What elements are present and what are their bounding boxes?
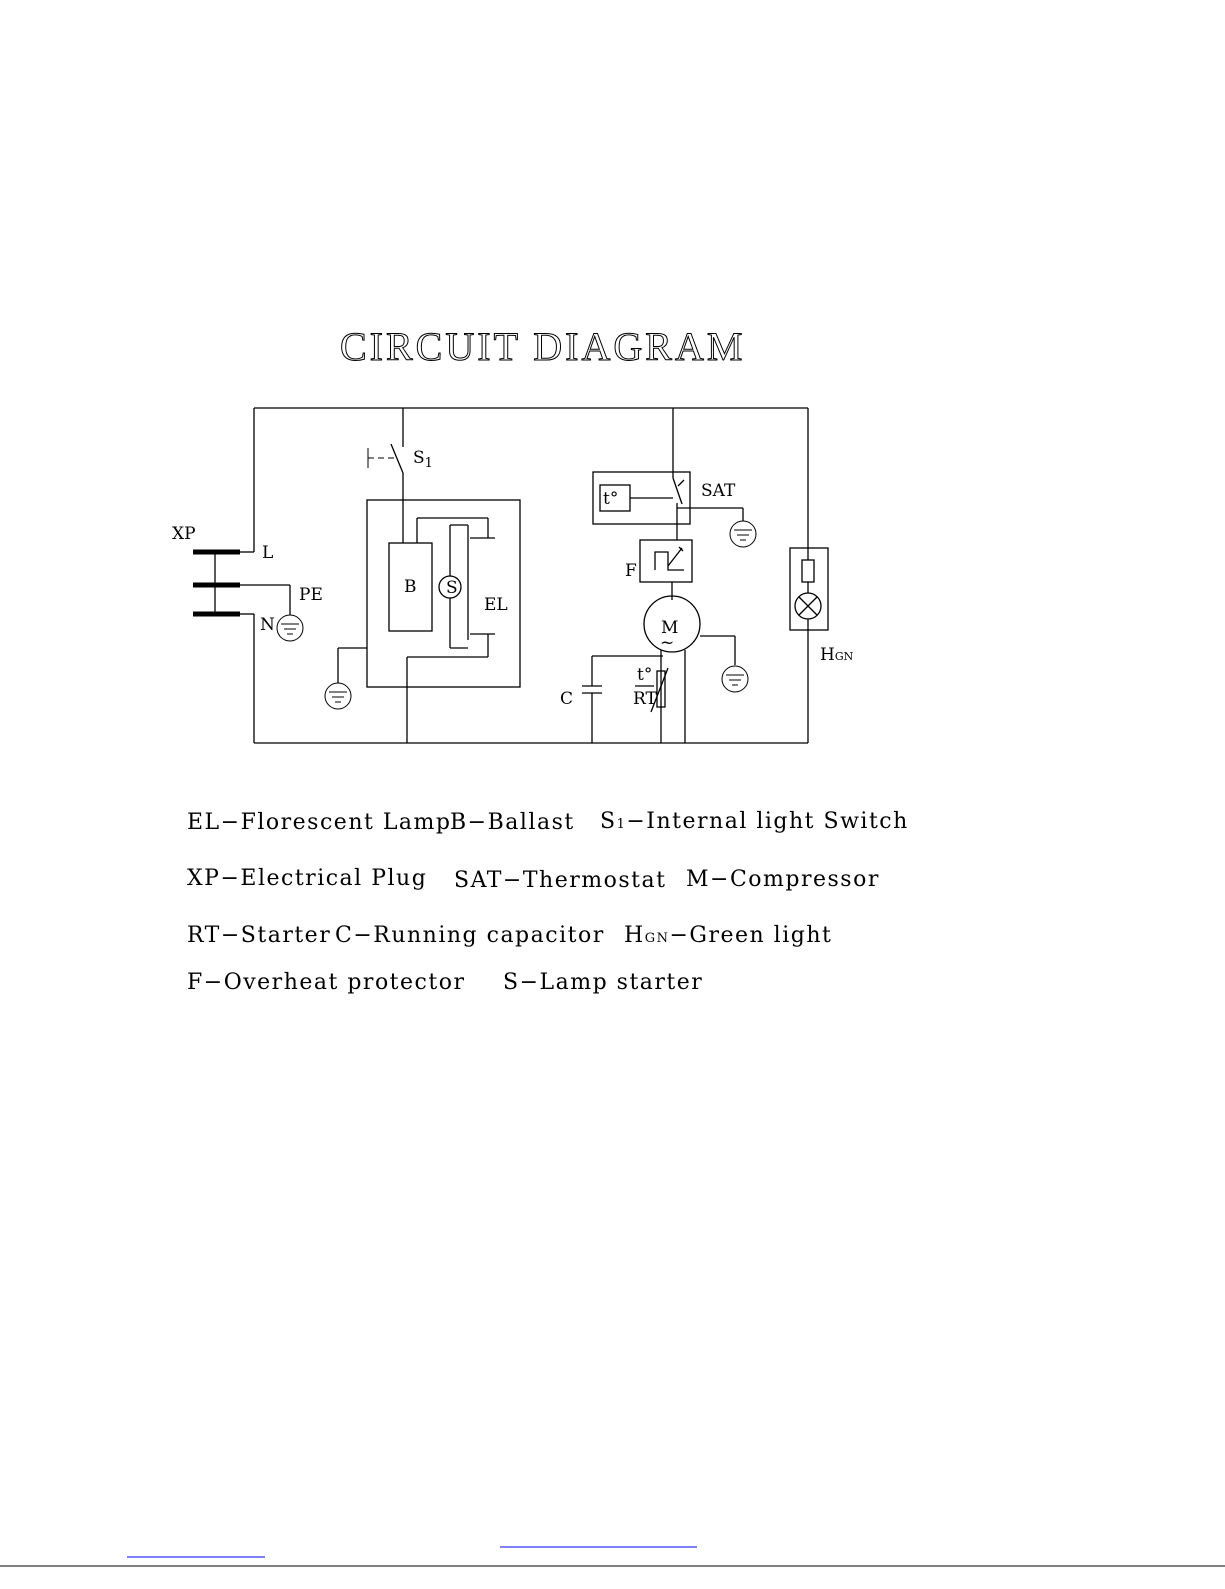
ground-icon-sat [730, 521, 756, 547]
legend-sat: SAT−Thermostat [454, 868, 666, 893]
legend-hgn: HGN−Green light [624, 923, 832, 948]
lamp-housing [367, 500, 520, 743]
legend-f: F−Overheat protector [187, 970, 465, 995]
legend-c: C−Running capacitor [335, 923, 605, 948]
thermostat [593, 408, 743, 540]
s-label: S [446, 578, 458, 598]
ground-icon-pe [277, 615, 303, 641]
legend-s: S−Lamp starter [503, 970, 703, 995]
xp-plug [193, 552, 290, 615]
hgn-label: HGN [820, 645, 854, 665]
el-label: EL [484, 595, 508, 615]
l-label: L [262, 543, 273, 563]
legend-el: EL−Florescent Lamp [187, 810, 452, 835]
overheat-protector [640, 540, 692, 600]
thermostat-symbol: t° [603, 489, 618, 509]
legend-b: B−Ballast [450, 810, 575, 835]
s1-label: S1 [413, 448, 433, 471]
n-label: N [260, 615, 275, 635]
capacitor [582, 656, 602, 743]
xp-label: XP [172, 524, 196, 544]
legend-rt: RT−Starter [187, 923, 331, 948]
m-symbol: ~ [660, 633, 674, 653]
legend: EL−Florescent Lamp B−Ballast S1−Internal… [187, 809, 909, 995]
b-label: B [404, 577, 417, 597]
legend-s1: S1−Internal light Switch [600, 809, 909, 834]
pe-label: PE [299, 585, 323, 605]
s1-switch [368, 408, 403, 500]
f-label: F [625, 561, 637, 581]
green-light [790, 548, 828, 630]
ground-icon-lamp [325, 648, 367, 709]
c-label: C [560, 689, 573, 709]
legend-xp: XP−Electrical Plug [187, 866, 427, 891]
diagram-title: CIRCUIT DIAGRAM [340, 324, 745, 369]
sat-label: SAT [701, 481, 736, 501]
legend-m: M−Compressor [686, 867, 880, 892]
ground-icon-compressor [722, 666, 748, 692]
rt-label: RT [633, 689, 658, 709]
rt-symbol: t° [637, 665, 652, 685]
wiring [254, 408, 808, 743]
